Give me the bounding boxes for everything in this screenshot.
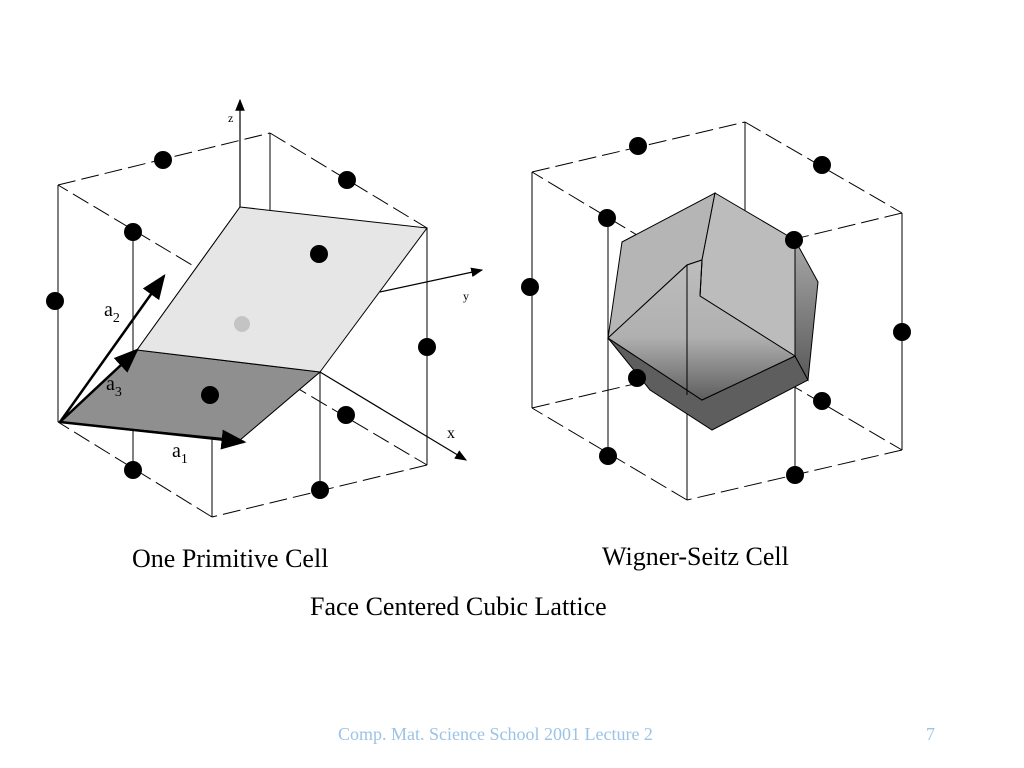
left-lattice-points	[46, 151, 436, 499]
vector-label-a3: a3	[106, 373, 122, 400]
right-lattice-points	[521, 137, 911, 484]
primitive-cell-diagram: z y x a2 a3 a1	[46, 98, 484, 518]
wigner-seitz-diagram	[521, 121, 911, 501]
primitive-center-point	[234, 316, 250, 332]
axis-label-y: y	[463, 289, 469, 303]
primitive-cell-caption: One Primitive Cell	[132, 544, 329, 573]
coordinate-axes	[235, 98, 484, 461]
slide-caption: Face Centered Cubic Lattice	[310, 592, 607, 621]
vector-label-a2: a2	[104, 299, 120, 326]
footer-text: Comp. Mat. Science School 2001 Lecture 2	[338, 724, 653, 744]
wigner-seitz-polyhedron	[607, 192, 819, 431]
ws-face-right-side	[794, 239, 819, 382]
wigner-seitz-caption: Wigner-Seitz Cell	[602, 542, 789, 571]
axis-label-x: x	[447, 425, 455, 442]
page-number: 7	[926, 724, 935, 744]
primitive-vectors	[58, 273, 247, 450]
axis-label-z: z	[228, 111, 233, 125]
vector-label-a1: a1	[172, 440, 188, 467]
primitive-face-top	[136, 206, 428, 373]
